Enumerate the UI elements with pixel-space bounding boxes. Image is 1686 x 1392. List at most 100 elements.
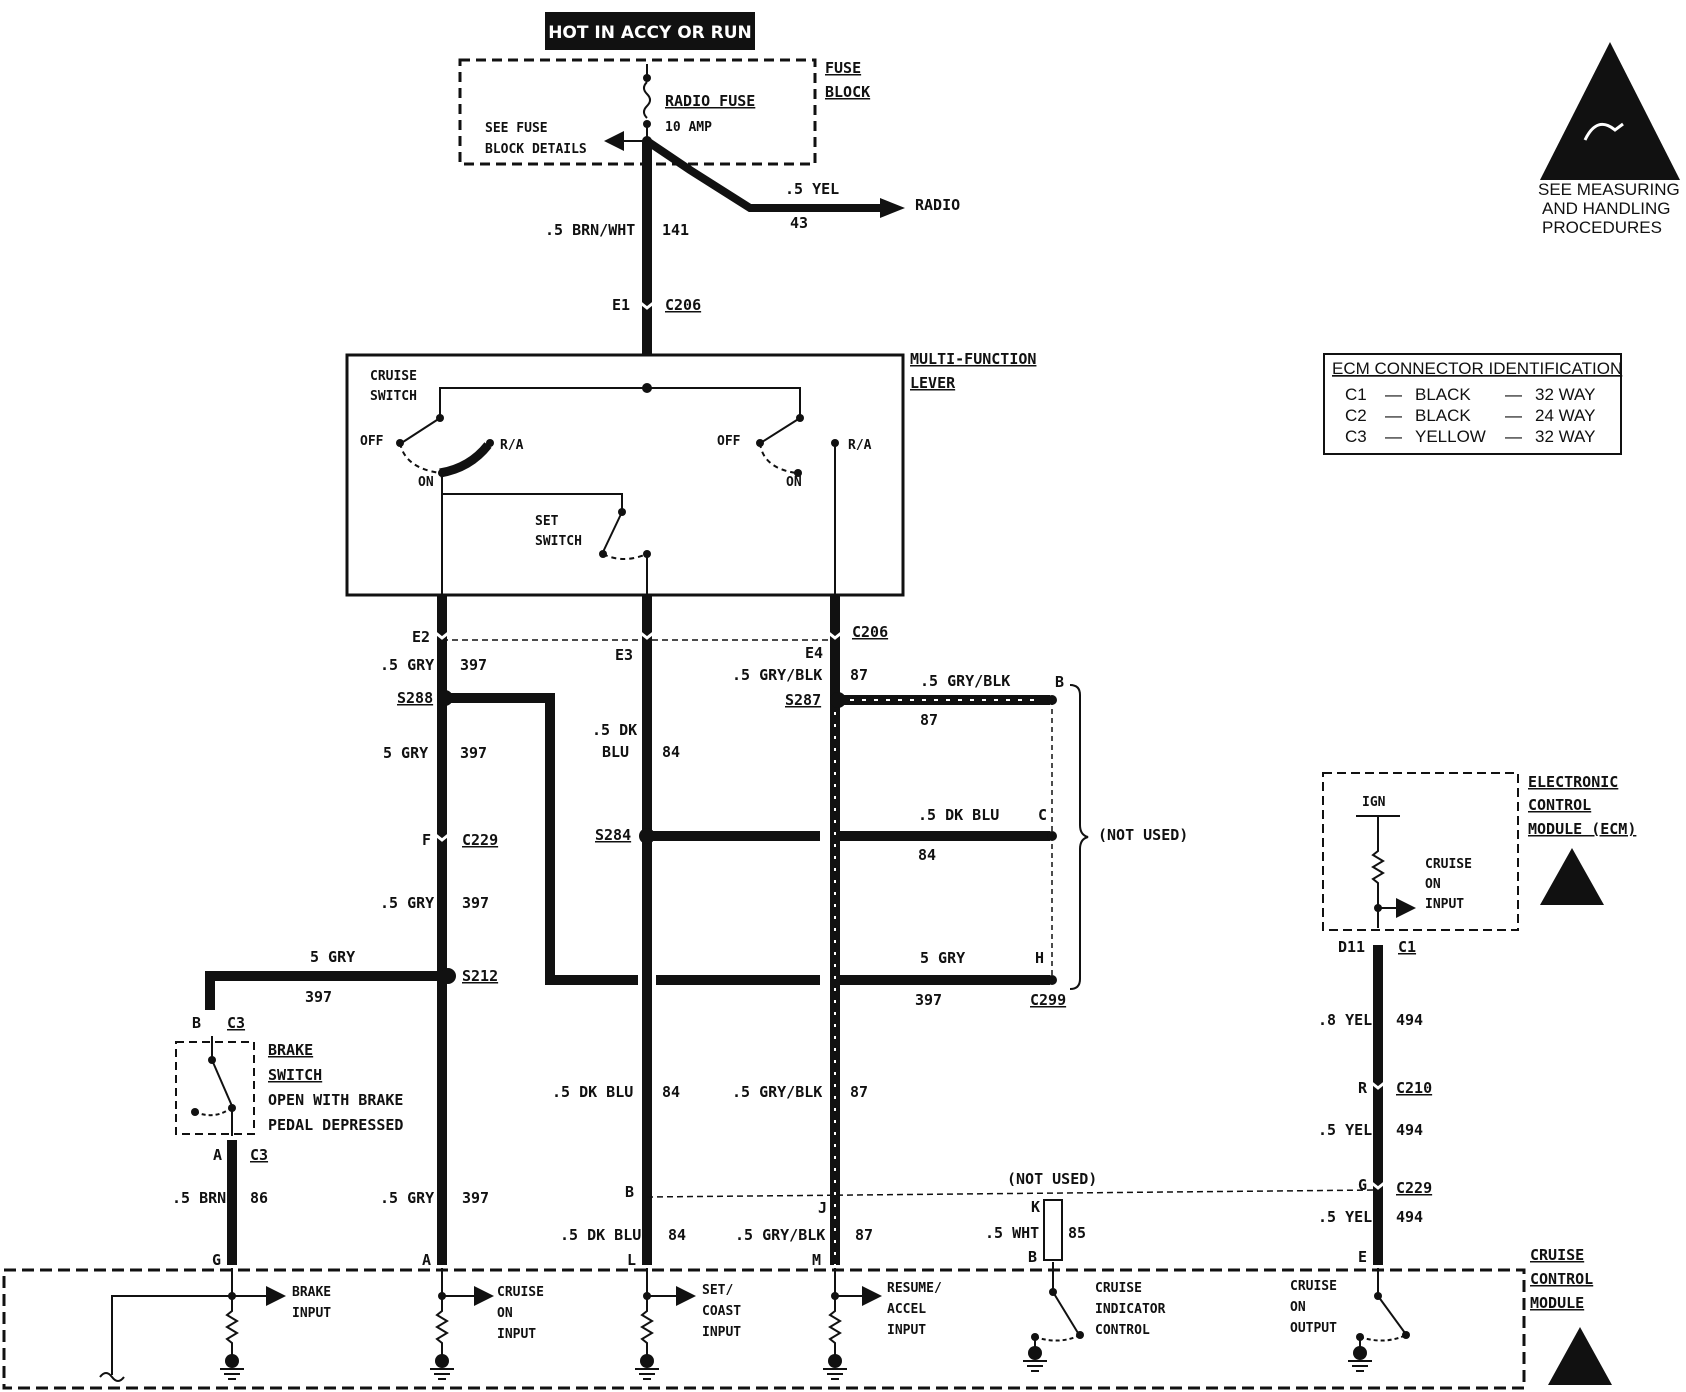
svg-text:86: 86 [250, 1189, 268, 1207]
svg-text:H: H [1035, 949, 1044, 967]
svg-text:84: 84 [662, 743, 680, 761]
svg-text:43: 43 [790, 214, 808, 232]
svg-text:OFF: OFF [717, 434, 741, 449]
svg-text:MODULE: MODULE [1530, 1294, 1584, 1312]
svg-text:CRUISE: CRUISE [370, 369, 417, 384]
svg-text:A: A [213, 1146, 222, 1164]
cruise-control-module: CRUISE CONTROL MODULE BRAKE INPUT CRUISE… [2, 1246, 1612, 1390]
svg-text:S284: S284 [595, 826, 631, 844]
svg-text:B: B [192, 1014, 201, 1032]
svg-text:.5 GRY/BLK: .5 GRY/BLK [732, 1083, 822, 1101]
ecm-table-conn: C1 [1345, 385, 1367, 404]
svg-text:SEE FUSE: SEE FUSE [485, 121, 548, 136]
svg-text:G: G [1358, 1176, 1367, 1194]
ecm-table-conn: C2 [1345, 406, 1367, 425]
svg-text:C299: C299 [1030, 991, 1066, 1009]
svg-text:CRUISE: CRUISE [1425, 857, 1472, 872]
svg-text:.5 GRY/BLK: .5 GRY/BLK [920, 672, 1010, 690]
svg-text:.5 BRN: .5 BRN [172, 1189, 226, 1207]
svg-text:CRUISE: CRUISE [497, 1285, 544, 1300]
svg-text:C3: C3 [227, 1014, 245, 1032]
svg-text:E4: E4 [805, 644, 823, 662]
svg-text:SET/: SET/ [702, 1283, 733, 1298]
svg-text:K: K [1031, 1198, 1040, 1216]
svg-text:BRAKE: BRAKE [268, 1041, 313, 1059]
ecm-table-color: BLACK [1415, 406, 1471, 425]
svg-text:E: E [1358, 1248, 1367, 1266]
svg-text:84: 84 [668, 1226, 686, 1244]
svg-text:L: L [627, 1251, 636, 1269]
ecm-connector-table: ECM CONNECTOR IDENTIFICATION C1—BLACK—32… [1323, 353, 1622, 455]
svg-text:LEVER: LEVER [910, 374, 956, 392]
svg-text:C229: C229 [462, 831, 498, 849]
svg-text:B: B [625, 1183, 634, 1201]
svg-text:C206: C206 [852, 623, 888, 641]
svg-text:R: R [1358, 1079, 1368, 1097]
svg-text:G: G [212, 1251, 221, 1269]
svg-text:.5 GRY/BLK: .5 GRY/BLK [732, 666, 822, 684]
svg-text:CONTROL: CONTROL [1530, 1270, 1593, 1288]
svg-text:PEDAL DEPRESSED: PEDAL DEPRESSED [268, 1116, 403, 1134]
svg-text:397: 397 [462, 1189, 489, 1207]
multi-function-lever: MULTI-FUNCTION LEVER CRUISE SWITCH OFF R… [345, 350, 1036, 600]
svg-text:MULTI-FUNCTION: MULTI-FUNCTION [910, 350, 1036, 368]
ecm-table-dash1: — [1385, 406, 1402, 425]
svg-text:397: 397 [915, 991, 942, 1009]
svg-text:.5 YEL: .5 YEL [1318, 1121, 1372, 1139]
svg-text:CONTROL: CONTROL [1095, 1323, 1150, 1338]
esd-warning-icon [1540, 42, 1680, 180]
svg-text:397: 397 [460, 744, 487, 762]
svg-text:RADIO: RADIO [915, 196, 960, 214]
ecm-table-dash1: — [1385, 427, 1402, 446]
power-label: HOT IN ACCY OR RUN [545, 12, 755, 50]
svg-text:E2: E2 [412, 628, 430, 646]
connector-c206-lower: E2 E3 E4 C206 [412, 623, 888, 664]
svg-text:RESUME/: RESUME/ [887, 1281, 942, 1296]
svg-text:MODULE (ECM): MODULE (ECM) [1528, 820, 1636, 838]
svg-text:B: B [1055, 673, 1064, 691]
svg-text:INPUT: INPUT [1425, 897, 1464, 912]
svg-text:INPUT: INPUT [497, 1327, 536, 1342]
electronic-control-module: ELECTRONIC CONTROL MODULE (ECM) IGN CRUI… [1322, 772, 1636, 931]
svg-text:.5 GRY/BLK: .5 GRY/BLK [735, 1226, 825, 1244]
ecm-table-dash1: — [1385, 385, 1402, 404]
svg-text:B: B [1028, 1248, 1037, 1266]
svg-text:S287: S287 [785, 691, 821, 709]
esd-note-line1: SEE MEASURING [1538, 180, 1680, 199]
svg-text:141: 141 [662, 221, 689, 239]
svg-text:494: 494 [1396, 1011, 1423, 1029]
svg-text:J: J [818, 1199, 827, 1217]
svg-text:397: 397 [460, 656, 487, 674]
svg-text:87: 87 [855, 1226, 873, 1244]
svg-text:ELECTRONIC: ELECTRONIC [1528, 773, 1618, 791]
brake-switch: BRAKE SWITCH OPEN WITH BRAKE PEDAL DEPRE… [175, 1036, 403, 1136]
svg-text:87: 87 [850, 666, 868, 684]
svg-text:RADIO FUSE: RADIO FUSE [665, 92, 755, 110]
wire-397-brake-branch: 5 GRY 397 B C3 [192, 948, 448, 1032]
svg-text:494: 494 [1396, 1208, 1423, 1226]
svg-text:HOT IN ACCY OR RUN: HOT IN ACCY OR RUN [548, 23, 752, 43]
wire-84: .5 DK BLU 84 S284 .5 DK BLU 84 B .5 DK B… [552, 595, 686, 1269]
fuse-block: FUSE BLOCK RADIO FUSE 10 AMP SEE FUSE BL… [458, 58, 870, 166]
svg-text:85: 85 [1068, 1224, 1086, 1242]
svg-text:.5 BRN/WHT: .5 BRN/WHT [545, 221, 635, 239]
svg-text:.5 GRY: .5 GRY [380, 894, 434, 912]
svg-text:ON: ON [497, 1306, 513, 1321]
svg-text:.5 WHT: .5 WHT [985, 1224, 1039, 1242]
svg-text:BRAKE: BRAKE [292, 1285, 331, 1300]
svg-text:INPUT: INPUT [292, 1306, 331, 1321]
svg-text:INPUT: INPUT [887, 1323, 926, 1338]
svg-text:.5 DK BLU: .5 DK BLU [552, 1083, 633, 1101]
svg-text:5 GRY: 5 GRY [310, 948, 355, 966]
svg-text:BLOCK: BLOCK [825, 83, 870, 101]
wire-86: A C3 .5 BRN 86 G [172, 1140, 268, 1269]
wire-494: D11 C1 .8 YEL 494 R C210 .5 YEL 494 G C2… [1318, 938, 1432, 1266]
ecm-table-dash2: — [1505, 385, 1522, 404]
connector-c229-lower: (NOT USED) K .5 WHT 85 B [646, 1170, 1379, 1266]
svg-text:10 AMP: 10 AMP [665, 120, 712, 135]
svg-text:.5 DK BLU: .5 DK BLU [560, 1226, 641, 1244]
ecm-table-color: YELLOW [1415, 427, 1486, 446]
svg-text:(NOT USED): (NOT USED) [1007, 1170, 1097, 1188]
svg-text:494: 494 [1396, 1121, 1423, 1139]
